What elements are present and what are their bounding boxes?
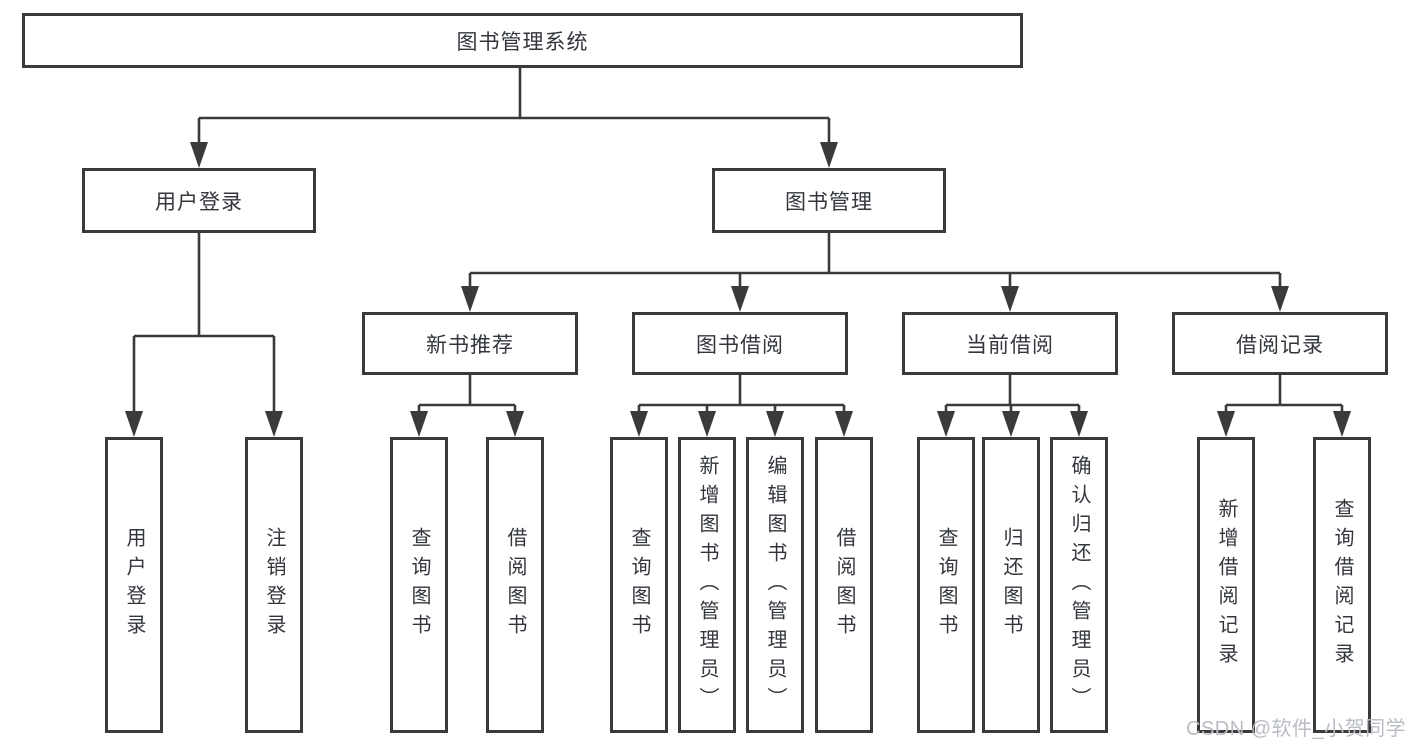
leaf-label: 查询图书 [408,527,430,643]
leaf-bb-edit-book-admin: 编辑图书（管理员） [746,437,804,733]
leaf-br-add-record: 新增借阅记录 [1197,437,1255,733]
connector-book-borrow-branch [637,375,846,415]
leaf-bb-query-book: 查询图书 [610,437,668,733]
leaf-label: 注销登录 [263,527,285,643]
node-label: 图书借阅 [696,333,784,357]
node-borrow-record: 借阅记录 [1172,312,1388,375]
arrowhead-icon [1002,411,1020,437]
arrowhead-icon [125,411,143,437]
arrowhead-icon [1333,411,1351,437]
leaf-logout: 注销登录 [245,437,303,733]
leaf-label: 确认归还（管理员） [1068,454,1090,716]
leaf-label: 编辑图书（管理员） [764,454,786,716]
leaf-br-query-record: 查询借阅记录 [1313,437,1371,733]
node-book-borrow: 图书借阅 [632,312,848,375]
leaf-label: 借阅图书 [504,527,526,643]
leaf-label: 查询借阅记录 [1331,498,1353,672]
leaf-label: 用户登录 [123,527,145,643]
leaf-nbr-query-book: 查询图书 [390,437,448,733]
node-label: 图书管理系统 [456,30,589,54]
node-new-book-recommend: 新书推荐 [362,312,578,375]
leaf-nbr-borrow-book: 借阅图书 [486,437,544,733]
arrowhead-icon [265,411,283,437]
leaf-bb-add-book-admin: 新增图书（管理员） [678,437,736,733]
leaf-user-login: 用户登录 [105,437,163,733]
node-book-management: 图书管理 [712,168,946,233]
node-label: 借阅记录 [1236,333,1324,357]
node-root-system: 图书管理系统 [22,13,1023,68]
arrowhead-icon [820,142,838,168]
connector-current-borrow-branch [944,375,1081,415]
leaf-label: 借阅图书 [833,527,855,643]
node-label: 图书管理 [785,190,873,214]
connector-user-login-branch [132,233,276,415]
node-label: 用户登录 [155,190,243,214]
connector-book-management-branch [468,233,1282,290]
arrowhead-icon [630,411,648,437]
leaf-label: 查询图书 [935,527,957,643]
arrowhead-icon [190,142,208,168]
leaf-bb-borrow-book: 借阅图书 [815,437,873,733]
leaf-label: 新增图书（管理员） [696,454,718,716]
connector-lines [132,68,1344,415]
node-label: 新书推荐 [426,333,514,357]
leaf-label: 新增借阅记录 [1215,498,1237,672]
node-current-borrow: 当前借阅 [902,312,1118,375]
arrowheads [125,142,1351,437]
node-user-login: 用户登录 [82,168,316,233]
leaf-cb-return-book: 归还图书 [982,437,1040,733]
csdn-watermark: CSDN @软件_小贺同学 [1186,718,1405,740]
arrowhead-icon [1001,286,1019,312]
connector-new-book-branch [417,375,517,415]
node-label: 当前借阅 [966,333,1054,357]
arrowhead-icon [698,411,716,437]
leaf-cb-confirm-return-admin: 确认归还（管理员） [1050,437,1108,733]
leaf-label: 查询图书 [628,527,650,643]
arrowhead-icon [731,286,749,312]
connector-borrow-record-branch [1224,375,1344,415]
leaf-cb-query-book: 查询图书 [917,437,975,733]
arrowhead-icon [937,411,955,437]
arrowhead-icon [1217,411,1235,437]
connector-root-to-level2 [197,68,831,146]
arrowhead-icon [766,411,784,437]
arrowhead-icon [410,411,428,437]
arrowhead-icon [506,411,524,437]
arrowhead-icon [1070,411,1088,437]
arrowhead-icon [1271,286,1289,312]
arrowhead-icon [835,411,853,437]
leaf-label: 归还图书 [1000,527,1022,643]
arrowhead-icon [461,286,479,312]
